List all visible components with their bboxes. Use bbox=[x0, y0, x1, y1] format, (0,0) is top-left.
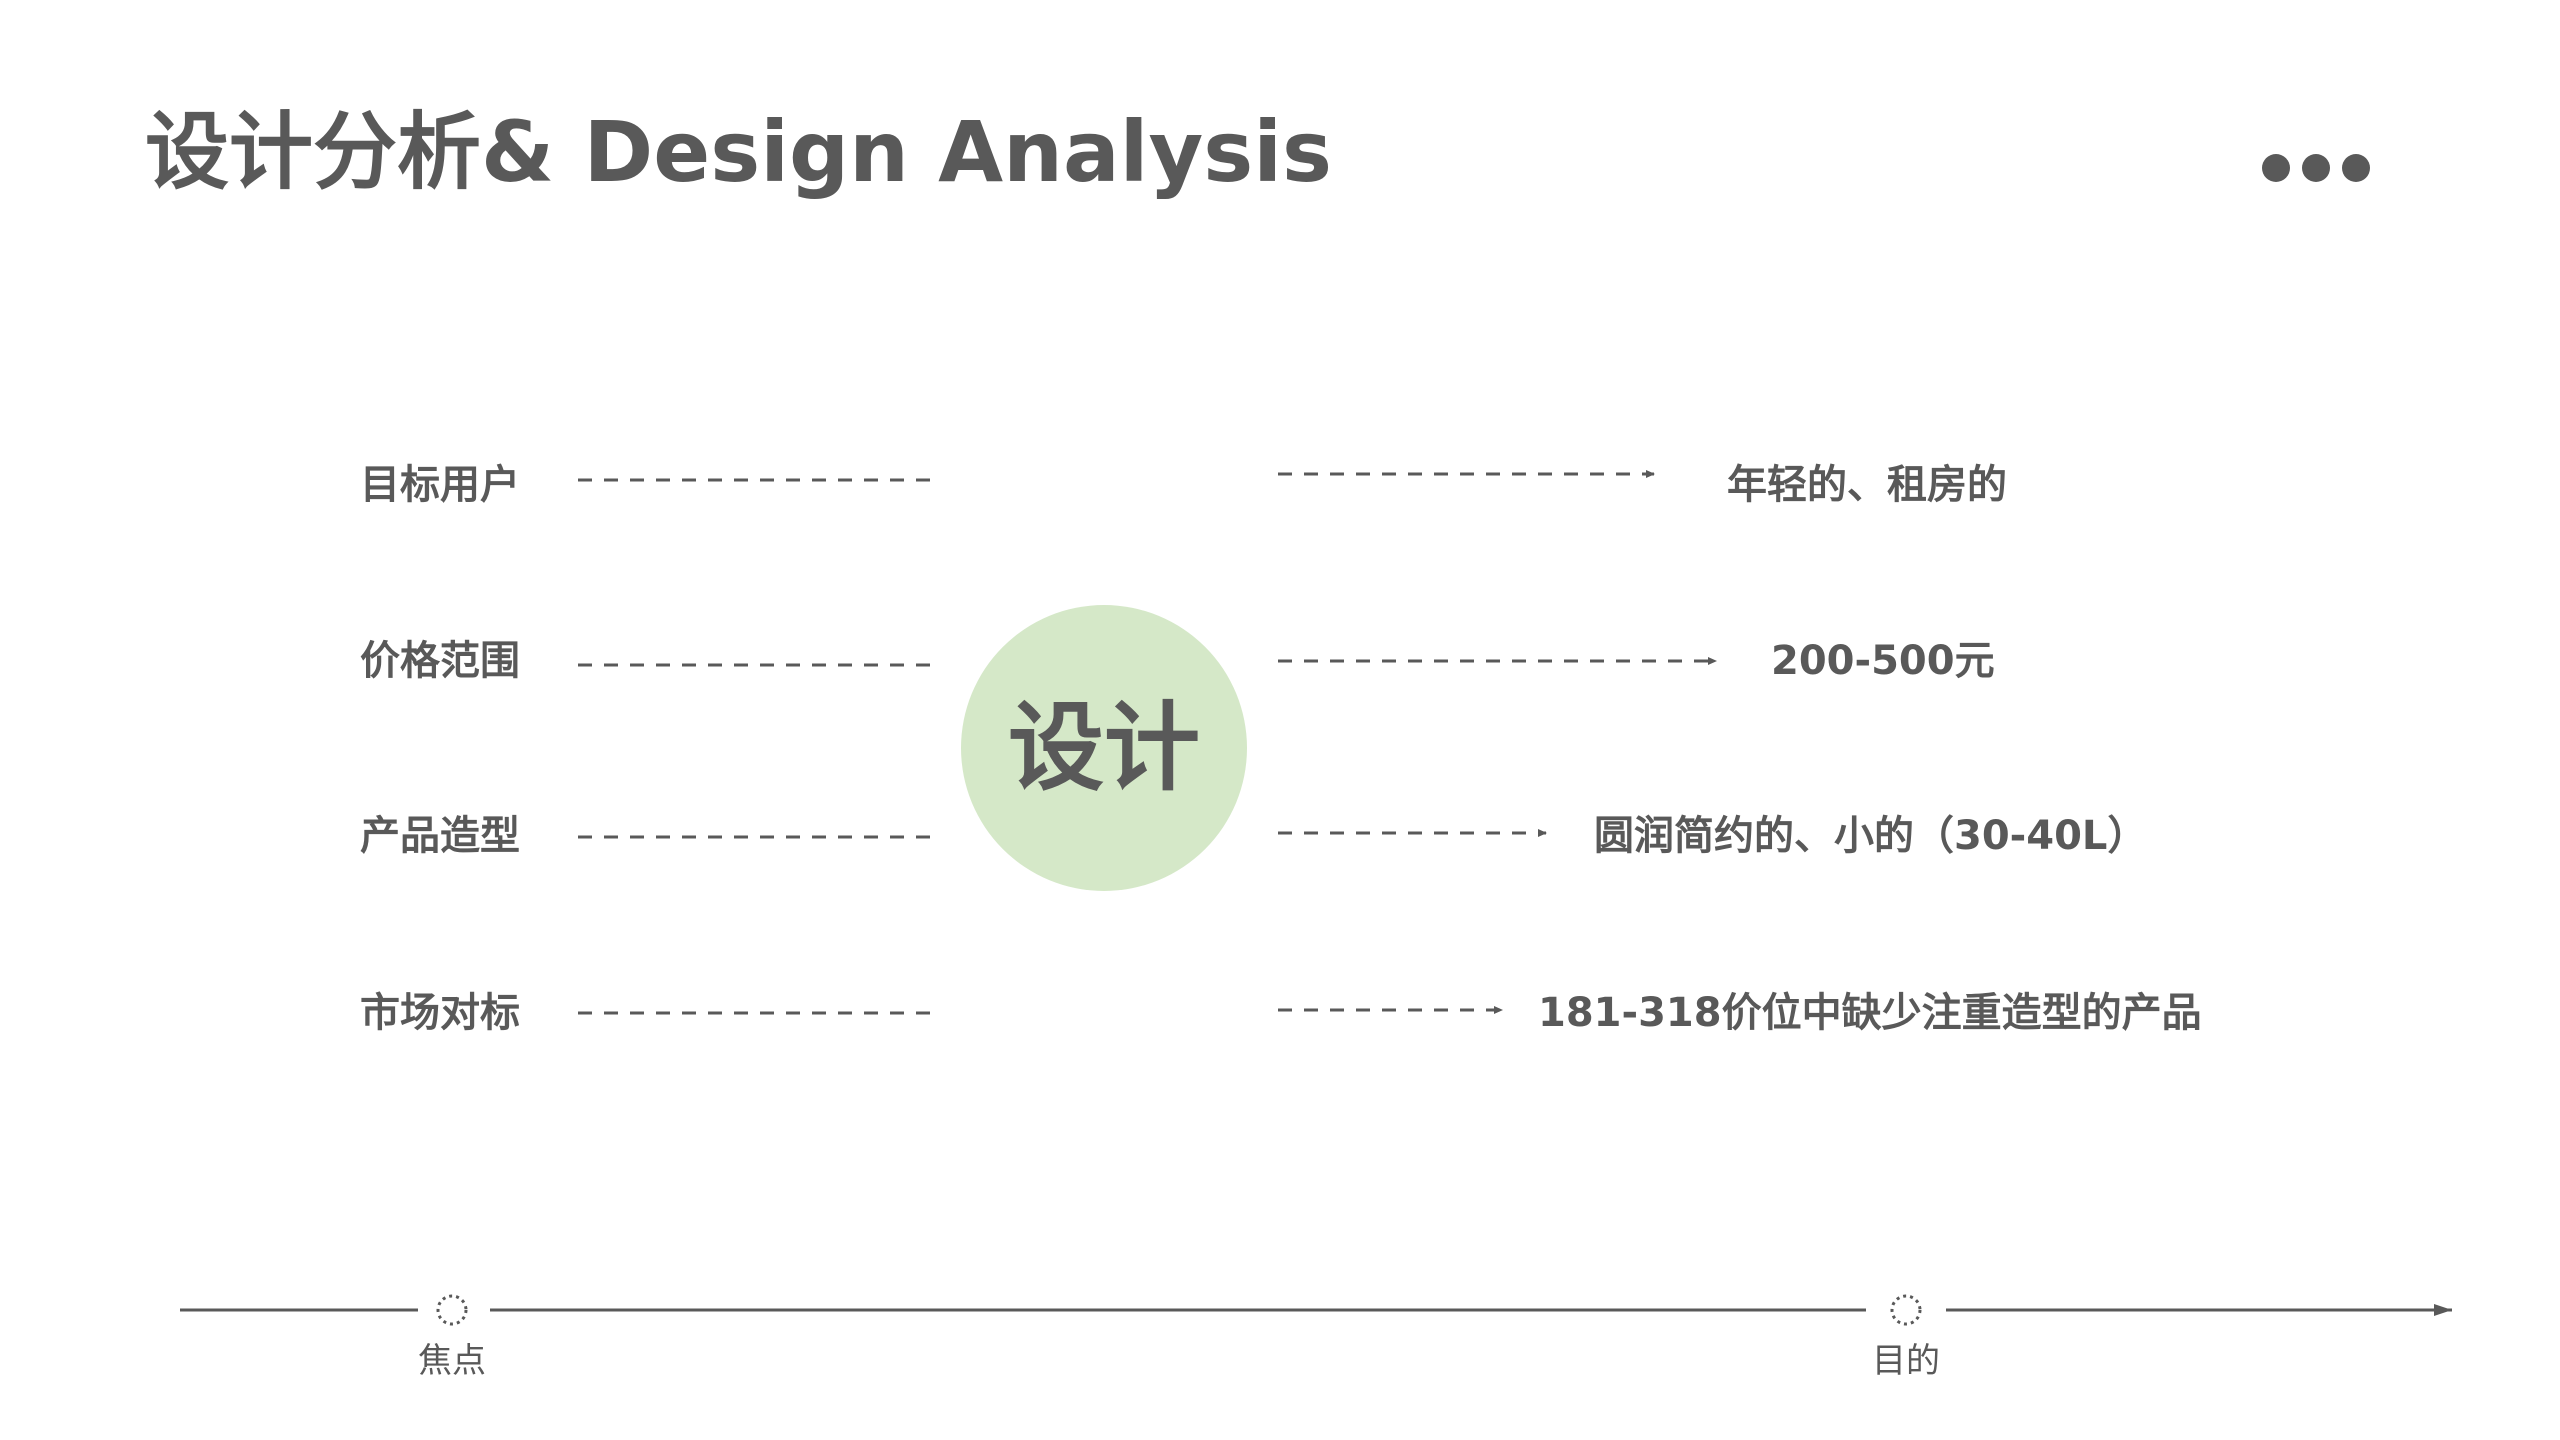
more-dots-icon[interactable] bbox=[2262, 154, 2372, 186]
dot-1 bbox=[2262, 154, 2290, 182]
dot-3 bbox=[2342, 154, 2370, 182]
page-title: 设计分析& Design Analysis bbox=[145, 103, 1332, 201]
row-label-market-benchmark: 市场对标 bbox=[360, 990, 520, 1036]
row-value-target-user: 年轻的、租房的 bbox=[1727, 462, 2007, 508]
row-label-price-range: 价格范围 bbox=[360, 638, 520, 684]
row-value-market-benchmark: 181-318价位中缺少注重造型的产品 bbox=[1538, 990, 2202, 1036]
center-circle: 设计 bbox=[961, 605, 1247, 891]
dotted-circle-icon bbox=[1890, 1294, 1922, 1326]
axis-label-focus: 焦点 bbox=[418, 1341, 486, 1381]
row-value-price-range: 200-500元 bbox=[1771, 638, 1995, 684]
center-label: 设计 bbox=[1008, 692, 1200, 804]
dotted-circle-icon bbox=[436, 1294, 468, 1326]
row-label-target-user: 目标用户 bbox=[360, 462, 520, 508]
row-label-product-shape: 产品造型 bbox=[360, 813, 520, 859]
dot-2 bbox=[2302, 154, 2330, 182]
axis-label-goal: 目的 bbox=[1872, 1341, 1940, 1381]
row-value-product-shape: 圆润简约的、小的（30-40L） bbox=[1594, 813, 2148, 859]
